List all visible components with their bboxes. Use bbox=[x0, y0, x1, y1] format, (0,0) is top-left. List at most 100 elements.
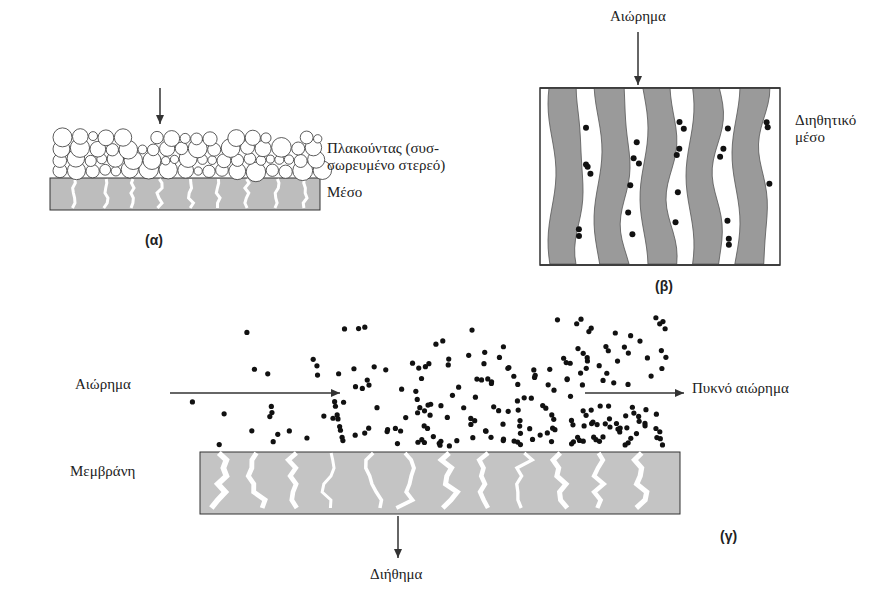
particle bbox=[362, 325, 367, 330]
cake-particle bbox=[53, 128, 72, 147]
particle bbox=[676, 146, 682, 152]
particle bbox=[415, 397, 420, 402]
cake-particle bbox=[151, 131, 163, 143]
particle bbox=[366, 382, 371, 387]
particle bbox=[374, 405, 379, 410]
cake-particle bbox=[266, 155, 274, 163]
particle bbox=[581, 408, 586, 413]
particle bbox=[568, 394, 573, 399]
particle bbox=[265, 371, 270, 376]
flow-arrow bbox=[170, 392, 340, 394]
particle bbox=[593, 437, 598, 442]
particle bbox=[427, 413, 432, 418]
particle bbox=[636, 161, 642, 167]
particle bbox=[629, 231, 635, 237]
cake-particle bbox=[245, 130, 260, 145]
particle bbox=[353, 433, 358, 438]
cake-particle bbox=[194, 167, 202, 175]
particle bbox=[217, 442, 222, 447]
particle bbox=[445, 415, 450, 420]
particle bbox=[516, 407, 521, 412]
particle bbox=[614, 421, 619, 426]
particle bbox=[447, 443, 452, 448]
particle bbox=[547, 367, 552, 372]
part-label: Διήθημα bbox=[370, 566, 422, 583]
particle bbox=[425, 426, 430, 431]
cake-particle bbox=[266, 164, 278, 176]
pore bbox=[553, 453, 567, 508]
particle bbox=[489, 379, 494, 384]
part-label: Μέσο bbox=[327, 184, 362, 201]
particle bbox=[570, 422, 575, 427]
particle bbox=[446, 362, 451, 367]
particle bbox=[600, 434, 605, 439]
particle bbox=[472, 418, 477, 423]
cake-particle bbox=[203, 132, 217, 146]
part-label: Αιώρημα bbox=[610, 8, 666, 25]
particle bbox=[415, 410, 420, 415]
particle bbox=[419, 437, 424, 442]
part-label: Πλακούντας (συσ-σωρευμένο στερεό) bbox=[327, 140, 477, 175]
particle bbox=[550, 426, 555, 431]
particle bbox=[287, 428, 292, 433]
particle bbox=[578, 370, 583, 375]
particle bbox=[631, 411, 636, 416]
particle bbox=[622, 345, 627, 350]
pore bbox=[248, 453, 265, 508]
particle bbox=[660, 442, 665, 447]
cake-particle bbox=[72, 129, 88, 145]
particle bbox=[481, 361, 486, 366]
membrane-pores bbox=[211, 453, 646, 508]
part-label: Αιώρημα bbox=[75, 376, 131, 393]
particle bbox=[190, 399, 195, 404]
particle bbox=[626, 440, 631, 445]
particle bbox=[366, 426, 371, 431]
particle bbox=[330, 416, 335, 421]
particle bbox=[360, 386, 365, 391]
flow-arrow bbox=[159, 88, 161, 124]
particle bbox=[654, 435, 659, 440]
panel-label: (α) bbox=[145, 232, 163, 248]
cake-particle bbox=[279, 165, 292, 178]
particle bbox=[611, 380, 616, 385]
cake-particle bbox=[314, 135, 322, 143]
particle bbox=[456, 385, 461, 390]
part-label: Πυκνό αιώρημα bbox=[692, 380, 789, 397]
cake-particle bbox=[100, 164, 111, 175]
pore bbox=[157, 179, 162, 208]
particle bbox=[607, 424, 612, 429]
particle bbox=[275, 432, 280, 437]
particle bbox=[249, 428, 254, 433]
particle bbox=[649, 373, 654, 378]
particle bbox=[501, 344, 506, 349]
particle bbox=[419, 376, 424, 381]
pore bbox=[441, 453, 457, 508]
particle bbox=[530, 437, 535, 442]
particle bbox=[571, 439, 576, 444]
particle bbox=[398, 428, 403, 433]
particle bbox=[624, 425, 629, 430]
particle bbox=[546, 382, 551, 387]
particle bbox=[565, 376, 570, 381]
cake-particle bbox=[272, 138, 292, 158]
particle bbox=[505, 366, 510, 371]
particle bbox=[598, 403, 603, 408]
particle bbox=[578, 317, 583, 322]
particle bbox=[606, 403, 611, 408]
particle bbox=[511, 374, 516, 379]
cake-particle bbox=[89, 132, 98, 141]
particle bbox=[469, 328, 474, 333]
particle bbox=[663, 355, 668, 360]
particle bbox=[511, 439, 516, 444]
particle bbox=[617, 427, 622, 432]
cake-particle bbox=[147, 144, 159, 156]
particle bbox=[529, 396, 534, 401]
particle bbox=[403, 415, 408, 420]
particle bbox=[581, 351, 586, 356]
particle bbox=[501, 438, 506, 443]
particle bbox=[576, 233, 582, 239]
cake-particle bbox=[256, 156, 266, 166]
particle bbox=[517, 418, 522, 423]
pore bbox=[131, 179, 134, 208]
